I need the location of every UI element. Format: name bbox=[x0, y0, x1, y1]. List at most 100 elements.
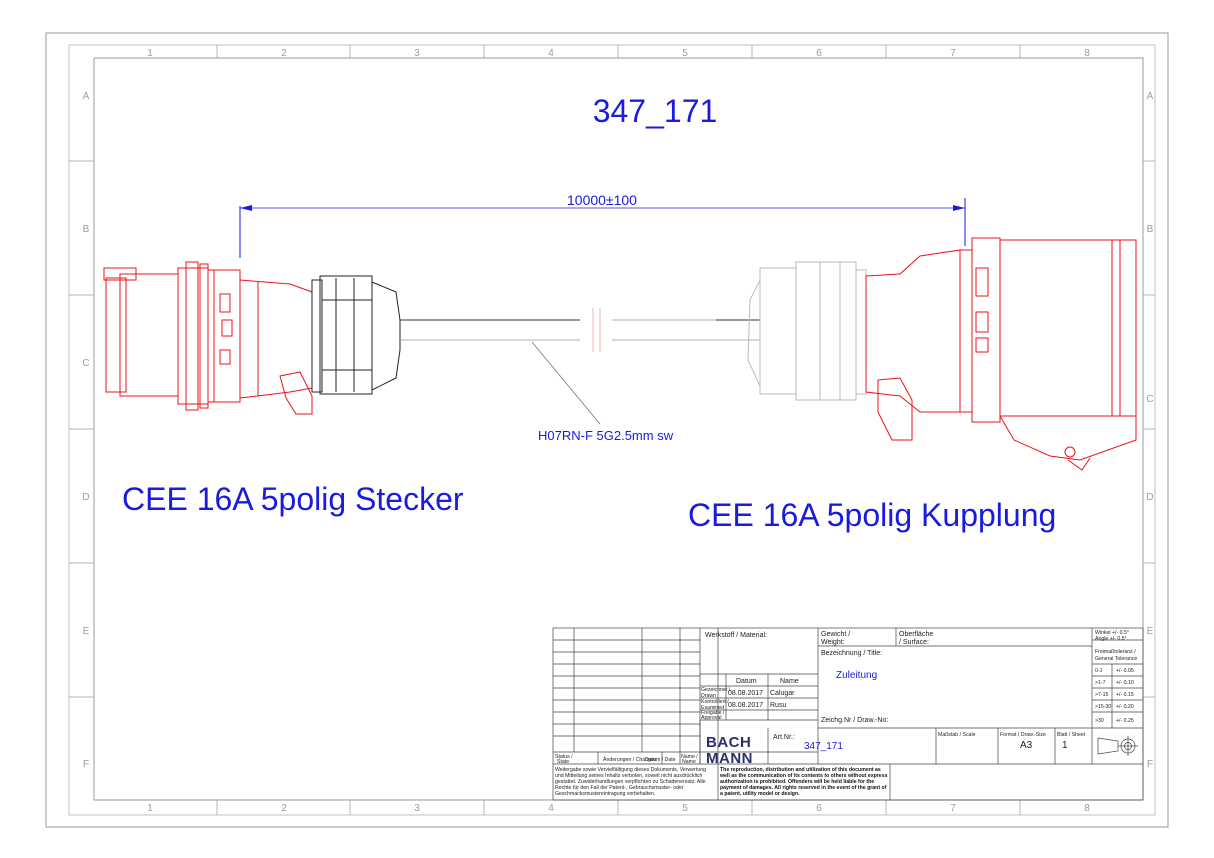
approval-label: Approval bbox=[701, 715, 721, 721]
row-label: C bbox=[1146, 394, 1153, 405]
drawn-date: 08.08.2017 bbox=[728, 690, 763, 697]
article-value: 347_171 bbox=[804, 741, 843, 752]
row-label: E bbox=[1147, 626, 1154, 637]
status-label: State bbox=[557, 759, 569, 765]
row-label: F bbox=[83, 759, 89, 770]
status-label: Status / bbox=[555, 754, 573, 760]
tolerance-range: 0-1 bbox=[1095, 668, 1103, 674]
tolerance-range: >30 bbox=[1095, 718, 1104, 724]
weight-label: Weight: bbox=[821, 639, 845, 646]
company-logo: BACH bbox=[706, 734, 751, 751]
column-label: 6 bbox=[816, 48, 822, 59]
frame-ticks bbox=[69, 45, 1155, 815]
tolerance-range: >7-15 bbox=[1095, 692, 1109, 698]
cee-plug-drawing bbox=[103, 261, 313, 415]
copyright-notice-en: well as the communication of its content… bbox=[719, 773, 888, 779]
name-header: Name bbox=[780, 678, 799, 685]
general-tolerance-label: General Tolerance bbox=[1095, 656, 1137, 662]
sheet-value: 1 bbox=[1062, 740, 1068, 751]
column-label: 4 bbox=[548, 803, 554, 814]
surface-label: Oberfläche bbox=[899, 631, 933, 638]
plug-strain-relief bbox=[311, 275, 401, 395]
dimension-label: 10000±100 bbox=[567, 192, 637, 208]
changes-label: Änderungen / Changes bbox=[603, 756, 657, 763]
cable-break-mark bbox=[592, 308, 601, 352]
copyright-notice-de: und Mitteilung seines Inhalts verboten, … bbox=[555, 773, 702, 779]
coupling-label: CEE 16A 5polig Kupplung bbox=[688, 497, 1056, 533]
copyright-notice-en: authorization is prohibited. Offenders w… bbox=[720, 779, 874, 785]
title-value: Zuleitung bbox=[836, 670, 877, 681]
copyright-notice-en: a patent, utility model or design. bbox=[720, 791, 800, 797]
row-label: A bbox=[1147, 91, 1154, 102]
column-label: 5 bbox=[682, 48, 688, 59]
row-label: B bbox=[1147, 224, 1154, 235]
tolerance-value: +/- 0.10 bbox=[1116, 680, 1134, 686]
cee-coupling-drawing bbox=[865, 237, 1137, 471]
title-label: Bezeichnung / Title: bbox=[821, 650, 882, 657]
tolerance-value: +/- 0.05 bbox=[1116, 668, 1134, 674]
copyright-notice-de: gestattet. Zuwiderhandlungen verpflichte… bbox=[555, 779, 706, 785]
row-label: F bbox=[1147, 759, 1153, 770]
column-label: 2 bbox=[281, 803, 287, 814]
checked-label: Kontrolliert / bbox=[701, 699, 729, 705]
checked-name: Rusu bbox=[770, 702, 786, 709]
column-label: 2 bbox=[281, 48, 287, 59]
checked-label: Examined bbox=[701, 705, 724, 711]
tolerance-range: >1-7 bbox=[1095, 680, 1106, 686]
cable-leader bbox=[531, 341, 601, 425]
approval-label: Freigabe / bbox=[701, 710, 725, 716]
tolerance-value: +/- 0.15 bbox=[1116, 692, 1134, 698]
format-label: Format / Draw.-Size bbox=[1000, 732, 1046, 738]
column-label: 7 bbox=[950, 48, 956, 59]
copyright-notice-en: payment of damages. All rights reserved … bbox=[720, 785, 887, 791]
tolerance-range: >15-30 bbox=[1095, 704, 1111, 710]
row-label: E bbox=[83, 626, 90, 637]
row-label: A bbox=[83, 91, 90, 102]
format-value: A3 bbox=[1020, 740, 1033, 751]
drawing-title: 347_171 bbox=[593, 93, 718, 129]
article-label: Art.Nr.: bbox=[773, 734, 795, 741]
copyright-notice-en: The reproduction, distribution and utili… bbox=[720, 767, 881, 773]
cable bbox=[400, 319, 760, 341]
scale-label: Maßstab / Scale bbox=[938, 732, 976, 738]
angle-tolerance-label: Angle +/- 0.5° bbox=[1095, 636, 1127, 642]
drawn-name: Calugar bbox=[770, 690, 795, 697]
copyright-notice-de: Geschmacksmustereintragung vorbehalten. bbox=[555, 791, 655, 797]
revision-name-label: Name / bbox=[681, 754, 698, 760]
plug-label: CEE 16A 5polig Stecker bbox=[122, 481, 464, 517]
tolerance-value: +/- 0.25 bbox=[1116, 718, 1134, 724]
column-label: 1 bbox=[147, 48, 153, 59]
column-label: 5 bbox=[682, 803, 688, 814]
material-label: Werkstoff / Material: bbox=[705, 632, 767, 639]
surface-label: / Surface: bbox=[899, 639, 929, 646]
checked-date: 08.08.2017 bbox=[728, 702, 763, 709]
revision-date-label: Datum / Date bbox=[645, 757, 676, 763]
dimension-line bbox=[239, 198, 966, 258]
drawn-label: Drawn bbox=[701, 693, 716, 699]
weight-label: Gewicht / bbox=[821, 631, 850, 638]
tolerance-value: +/- 0.20 bbox=[1116, 704, 1134, 710]
title-block bbox=[552, 627, 1144, 801]
date-header: Datum bbox=[736, 678, 757, 685]
column-label: 8 bbox=[1084, 803, 1090, 814]
company-logo: MANN bbox=[706, 750, 753, 767]
column-label: 3 bbox=[414, 803, 420, 814]
copyright-notice-de: Rechte für den Fall der Patent-, Gebrauc… bbox=[555, 785, 684, 791]
column-label: 1 bbox=[147, 803, 153, 814]
row-label: B bbox=[83, 224, 90, 235]
row-label: D bbox=[82, 492, 89, 503]
column-label: 8 bbox=[1084, 48, 1090, 59]
column-label: 3 bbox=[414, 48, 420, 59]
copyright-notice-de: Weitergabe sowie Vervielfältigung dieses… bbox=[555, 767, 706, 773]
row-label: D bbox=[1146, 492, 1153, 503]
projection-symbol-icon bbox=[1097, 736, 1138, 756]
revision-name-label: Name bbox=[682, 759, 696, 765]
drawing-number-label: Zeichg.Nr / Draw.-No: bbox=[821, 717, 888, 724]
column-label: 7 bbox=[950, 803, 956, 814]
drawn-label: Gezeichnet / bbox=[701, 687, 731, 693]
column-label: 6 bbox=[816, 803, 822, 814]
row-label: C bbox=[82, 358, 89, 369]
coupling-strain-relief bbox=[747, 261, 867, 401]
column-label: 4 bbox=[548, 48, 554, 59]
